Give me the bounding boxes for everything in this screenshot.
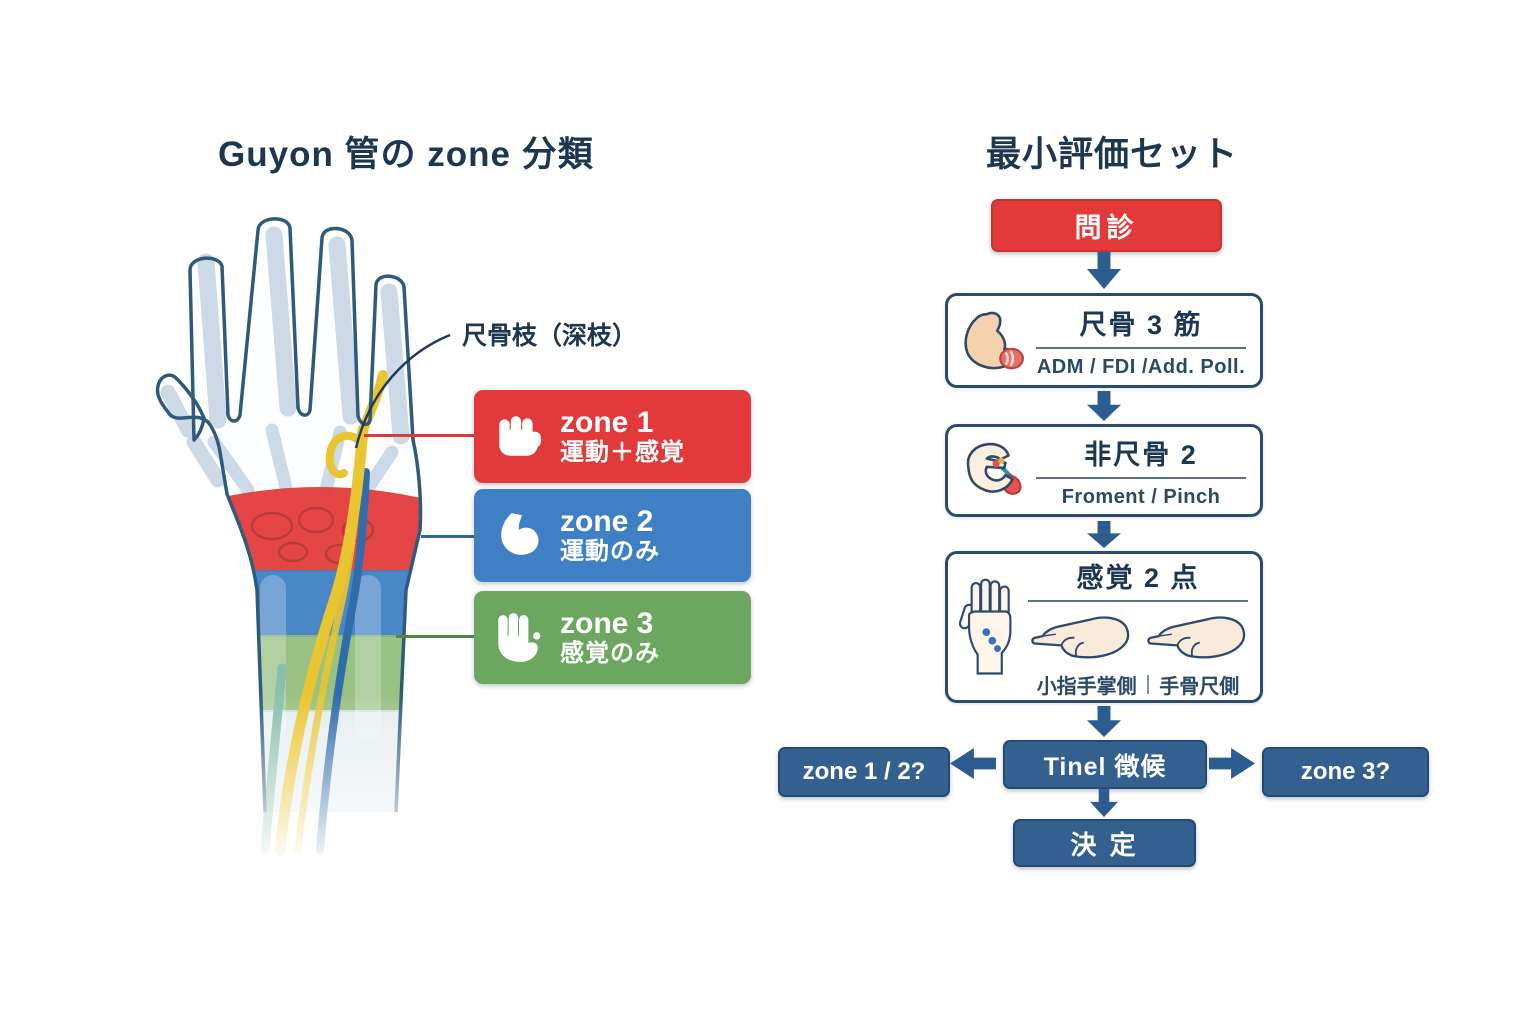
biceps-icon	[501, 512, 539, 555]
tendon-strand	[260, 663, 287, 853]
flexor-tendon	[316, 468, 370, 854]
zone3-desc: 感覚のみ	[560, 639, 660, 667]
tinel-box: Tinel 徴候	[1003, 740, 1207, 789]
zone12-result-box: zone 1 / 2?	[778, 747, 950, 797]
zone3-leader-line	[396, 635, 478, 638]
hand-outline	[155, 217, 423, 813]
left-panel-title: Guyon 管の zone 分類	[218, 135, 594, 174]
right-arrow-icon	[1209, 748, 1255, 779]
interview-box: 問診	[991, 199, 1222, 252]
non-ulnar-card: 非尺骨 2 Froment / Pinch	[945, 424, 1263, 517]
sensory-card-title: 感覚 2 点	[1076, 562, 1200, 593]
zone3-result-box: zone 3?	[1262, 747, 1429, 797]
ulnar-muscles-card: 尺骨 3 筋 ADM / FDI /Add. Poll.	[945, 293, 1263, 388]
hand-side-icon	[1031, 615, 1130, 658]
sensory-caption-right: 手骨尺側	[1159, 675, 1240, 698]
caption-divider: |	[1145, 672, 1151, 695]
divider	[1036, 476, 1246, 479]
muscle-card-subtitle: ADM / FDI /Add. Poll.	[1036, 355, 1246, 378]
zone3-box: zone 3 感覚のみ	[474, 591, 751, 684]
non-ulnar-card-subtitle: Froment / Pinch	[1061, 485, 1221, 508]
sensory-hands-row	[1028, 611, 1248, 663]
zone2-band	[210, 570, 421, 637]
zone2-box: zone 2 運動のみ	[474, 489, 751, 582]
right-panel-title: 最小評価セット	[986, 135, 1239, 174]
down-arrow-icon	[1087, 706, 1121, 737]
nerve-label-leader	[354, 333, 451, 449]
hand-side-icon	[1147, 615, 1246, 658]
down-arrow-icon	[1087, 521, 1121, 548]
decision-box: 決 定	[1013, 819, 1196, 867]
divider	[1028, 599, 1248, 602]
carpal-bones	[250, 506, 375, 565]
zone1-desc: 運動＋感覚	[560, 438, 685, 466]
down-arrow-icon	[1090, 789, 1118, 817]
non-ulnar-card-title: 非尺骨 2	[1084, 439, 1198, 470]
down-arrow-icon	[1087, 252, 1121, 289]
palm-dots-icon	[958, 578, 1012, 675]
hand-anatomy-illustration	[155, 217, 451, 856]
zone1-band	[210, 487, 421, 572]
left-arrow-icon	[950, 748, 996, 779]
sensory-caption-left: 小指手掌側	[1036, 675, 1137, 698]
ulnar-nerve	[274, 424, 369, 856]
zone2-desc: 運動のみ	[560, 537, 660, 565]
zone2-leader-line	[421, 535, 478, 538]
zone2-label: zone 2	[560, 505, 654, 539]
fist-icon	[499, 415, 541, 456]
divider	[1036, 346, 1246, 349]
muscle-card-title: 尺骨 3 筋	[1079, 309, 1203, 340]
nerve-branch-label: 尺骨枝（深枝）	[462, 322, 638, 350]
zone3-label: zone 3	[560, 607, 654, 641]
sensory-card: 感覚 2 点 小指手掌側 | 手骨尺側	[945, 551, 1263, 703]
hand-bones	[160, 226, 410, 501]
zone1-leader-line	[364, 434, 476, 437]
deep-branch	[325, 431, 365, 479]
pinch-dart-icon	[966, 442, 1022, 495]
down-arrow-icon	[1087, 391, 1121, 421]
open-hand-icon	[498, 612, 541, 662]
zone1-box: zone 1 運動＋感覚	[474, 390, 751, 483]
zone1-label: zone 1	[560, 406, 654, 440]
flex-arm-icon	[964, 311, 1024, 369]
